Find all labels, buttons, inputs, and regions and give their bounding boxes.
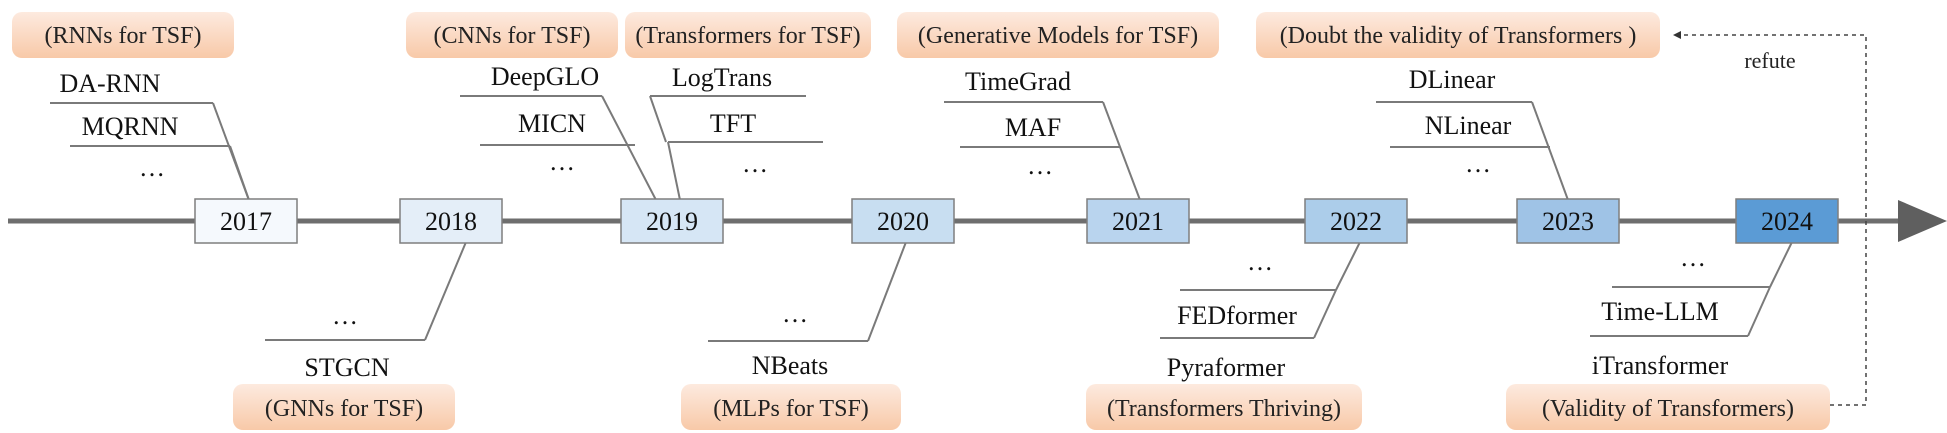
tag-gnn-label: (GNNs for TSF) [265, 396, 423, 422]
tag-thriving: (Transformers Thriving) [1086, 384, 1362, 430]
tag-generative: (Generative Models for TSF) [897, 12, 1219, 58]
model-ellipsis-2024: … [1680, 243, 1706, 272]
group-2021: TimeGrad MAF … [944, 67, 1141, 201]
year-box-rect-2017 [194, 198, 298, 244]
model-logtrans: LogTrans [672, 63, 772, 92]
year-label-2024: 2024 [1761, 207, 1813, 236]
year-box-2023: 2023 [1516, 198, 1620, 244]
tag-doubt-label: (Doubt the validity of Transformers ) [1280, 23, 1637, 49]
year-box-rect-2018 [399, 198, 503, 244]
group-2019-transformer: LogTrans TFT … [649, 63, 823, 201]
tag-thriving-label: (Transformers Thriving) [1107, 396, 1341, 422]
tag-generative-label: (Generative Models for TSF) [918, 23, 1198, 49]
tag-rnn: (RNNs for TSF) [12, 12, 234, 58]
model-timegrad: TimeGrad [965, 67, 1071, 96]
year-box-rect-2020 [851, 198, 955, 244]
model-deepglo: DeepGLO [491, 62, 599, 91]
model-tft: TFT [710, 109, 756, 138]
tag-validity-label: (Validity of Transformers) [1542, 396, 1794, 422]
year-label-2017: 2017 [220, 207, 272, 236]
year-label-2022: 2022 [1330, 207, 1382, 236]
model-ellipsis-2020: … [782, 299, 808, 328]
model-ellipsis-2022: … [1247, 247, 1273, 276]
tag-mlp-label: (MLPs for TSF) [713, 396, 869, 422]
group-2020: … NBeats [708, 241, 907, 380]
refute-label: refute [1744, 48, 1795, 73]
model-time-llm: Time-LLM [1601, 297, 1719, 326]
year-label-2019: 2019 [646, 207, 698, 236]
tag-cnn: (CNNs for TSF) [406, 12, 618, 58]
year-box-2024: 2024 [1735, 198, 1839, 244]
model-ellipsis-2019a: … [549, 147, 575, 176]
timeline-arrowhead [1898, 200, 1947, 242]
year-label-2021: 2021 [1112, 207, 1164, 236]
model-fedformer: FEDformer [1177, 301, 1297, 330]
tag-mlp: (MLPs for TSF) [681, 384, 901, 430]
group-2022: … FEDformer Pyraformer [1160, 241, 1361, 382]
model-stgcn: STGCN [304, 353, 389, 382]
year-box-rect-2022 [1304, 198, 1408, 244]
model-ellipsis-2019b: … [742, 149, 768, 178]
tag-transformer: (Transformers for TSF) [625, 12, 871, 58]
group-2018: … STGCN [265, 241, 467, 382]
model-dlinear: DLinear [1409, 65, 1496, 94]
year-box-2022: 2022 [1304, 198, 1408, 244]
model-ellipsis-2023: … [1465, 149, 1491, 178]
model-ellipsis-2018: … [332, 301, 358, 330]
tag-validity: (Validity of Transformers) [1506, 384, 1830, 430]
group-2019-cnn: DeepGLO MICN … [460, 62, 657, 201]
year-box-rect-2023 [1516, 198, 1620, 244]
year-box-2021: 2021 [1086, 198, 1190, 244]
model-pyraformer: Pyraformer [1167, 353, 1286, 382]
model-itransformer: iTransformer [1592, 351, 1729, 380]
model-ellipsis-2021: … [1027, 151, 1053, 180]
tag-doubt: (Doubt the validity of Transformers ) [1256, 12, 1660, 58]
group-2023: DLinear NLinear … [1376, 65, 1569, 201]
year-box-rect-2019 [620, 198, 724, 244]
year-box-2018: 2018 [399, 198, 503, 244]
model-da-rnn: DA-RNN [59, 69, 160, 98]
year-label-2023: 2023 [1542, 207, 1594, 236]
model-ellipsis-2017: … [139, 153, 165, 182]
model-mqrnn: MQRNN [82, 112, 179, 141]
model-micn: MICN [518, 109, 586, 138]
year-box-2020: 2020 [851, 198, 955, 244]
year-label-2020: 2020 [877, 207, 929, 236]
tag-cnn-label: (CNNs for TSF) [434, 23, 591, 49]
tag-gnn: (GNNs for TSF) [233, 384, 455, 430]
group-2024: … Time-LLM iTransformer [1590, 241, 1793, 380]
model-maf: MAF [1005, 113, 1061, 142]
year-label-2018: 2018 [425, 207, 477, 236]
model-nlinear: NLinear [1425, 111, 1512, 140]
year-box-2017: 2017 [194, 198, 298, 244]
year-box-rect-2021 [1086, 198, 1190, 244]
year-boxes: 2017 2018 2019 2020 2021 2022 2023 2024 [194, 198, 1839, 244]
refute-arrow [1673, 31, 1867, 406]
group-2017: DA-RNN MQRNN … [50, 69, 251, 204]
year-box-rect-2024 [1735, 198, 1839, 244]
year-box-2019: 2019 [620, 198, 724, 244]
tag-transformer-label: (Transformers for TSF) [635, 23, 860, 49]
model-nbeats: NBeats [752, 351, 829, 380]
tag-rnn-label: (RNNs for TSF) [45, 23, 202, 49]
